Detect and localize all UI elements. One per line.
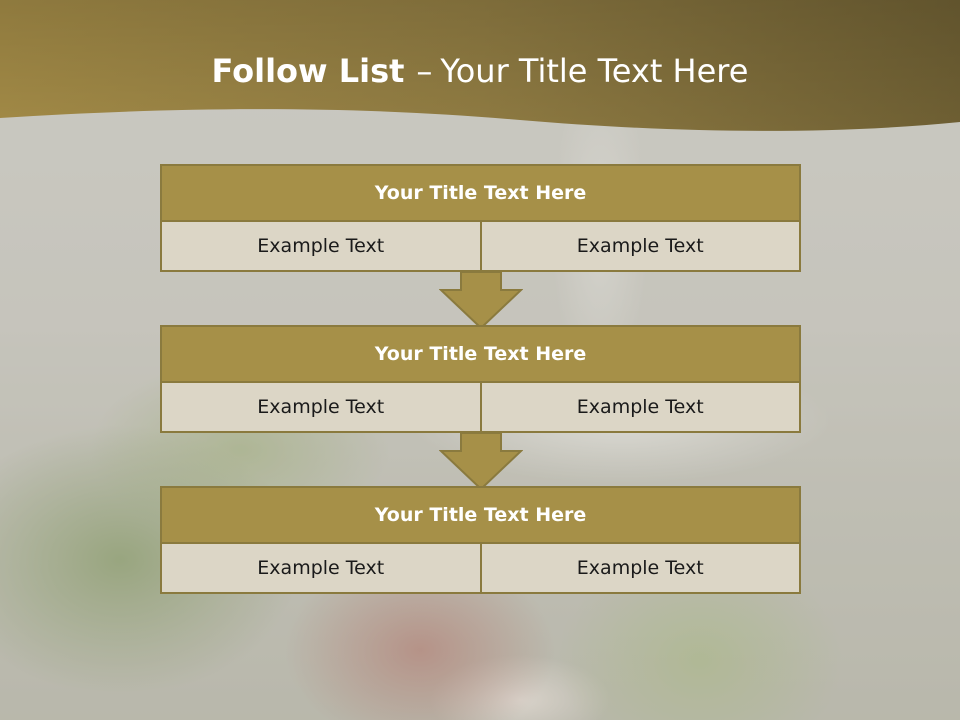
block-cell-left: Example Text: [162, 222, 480, 270]
block-title: Your Title Text Here: [160, 325, 801, 383]
title-rest: Your Title Text Here: [440, 52, 749, 90]
header-band: [0, 0, 960, 131]
block-row: Example Text Example Text: [160, 222, 801, 272]
block-title: Your Title Text Here: [160, 164, 801, 222]
block-cell-right: Example Text: [479, 544, 799, 592]
block-title: Your Title Text Here: [160, 486, 801, 544]
block-cell-left: Example Text: [162, 383, 480, 431]
block-cell-right: Example Text: [479, 222, 799, 270]
block-row: Example Text Example Text: [160, 383, 801, 433]
title-dash: –: [416, 52, 433, 90]
slide-title: Follow List–Your Title Text Here: [0, 52, 960, 90]
list-block-3: Your Title Text Here Example Text Exampl…: [160, 486, 801, 594]
list-block-2: Your Title Text Here Example Text Exampl…: [160, 325, 801, 433]
list-block-1: Your Title Text Here Example Text Exampl…: [160, 164, 801, 272]
down-arrow-icon: [439, 272, 523, 330]
block-row: Example Text Example Text: [160, 544, 801, 594]
title-bold: Follow List: [211, 52, 405, 90]
block-cell-left: Example Text: [162, 544, 480, 592]
down-arrow-icon: [439, 433, 523, 491]
block-cell-right: Example Text: [479, 383, 799, 431]
